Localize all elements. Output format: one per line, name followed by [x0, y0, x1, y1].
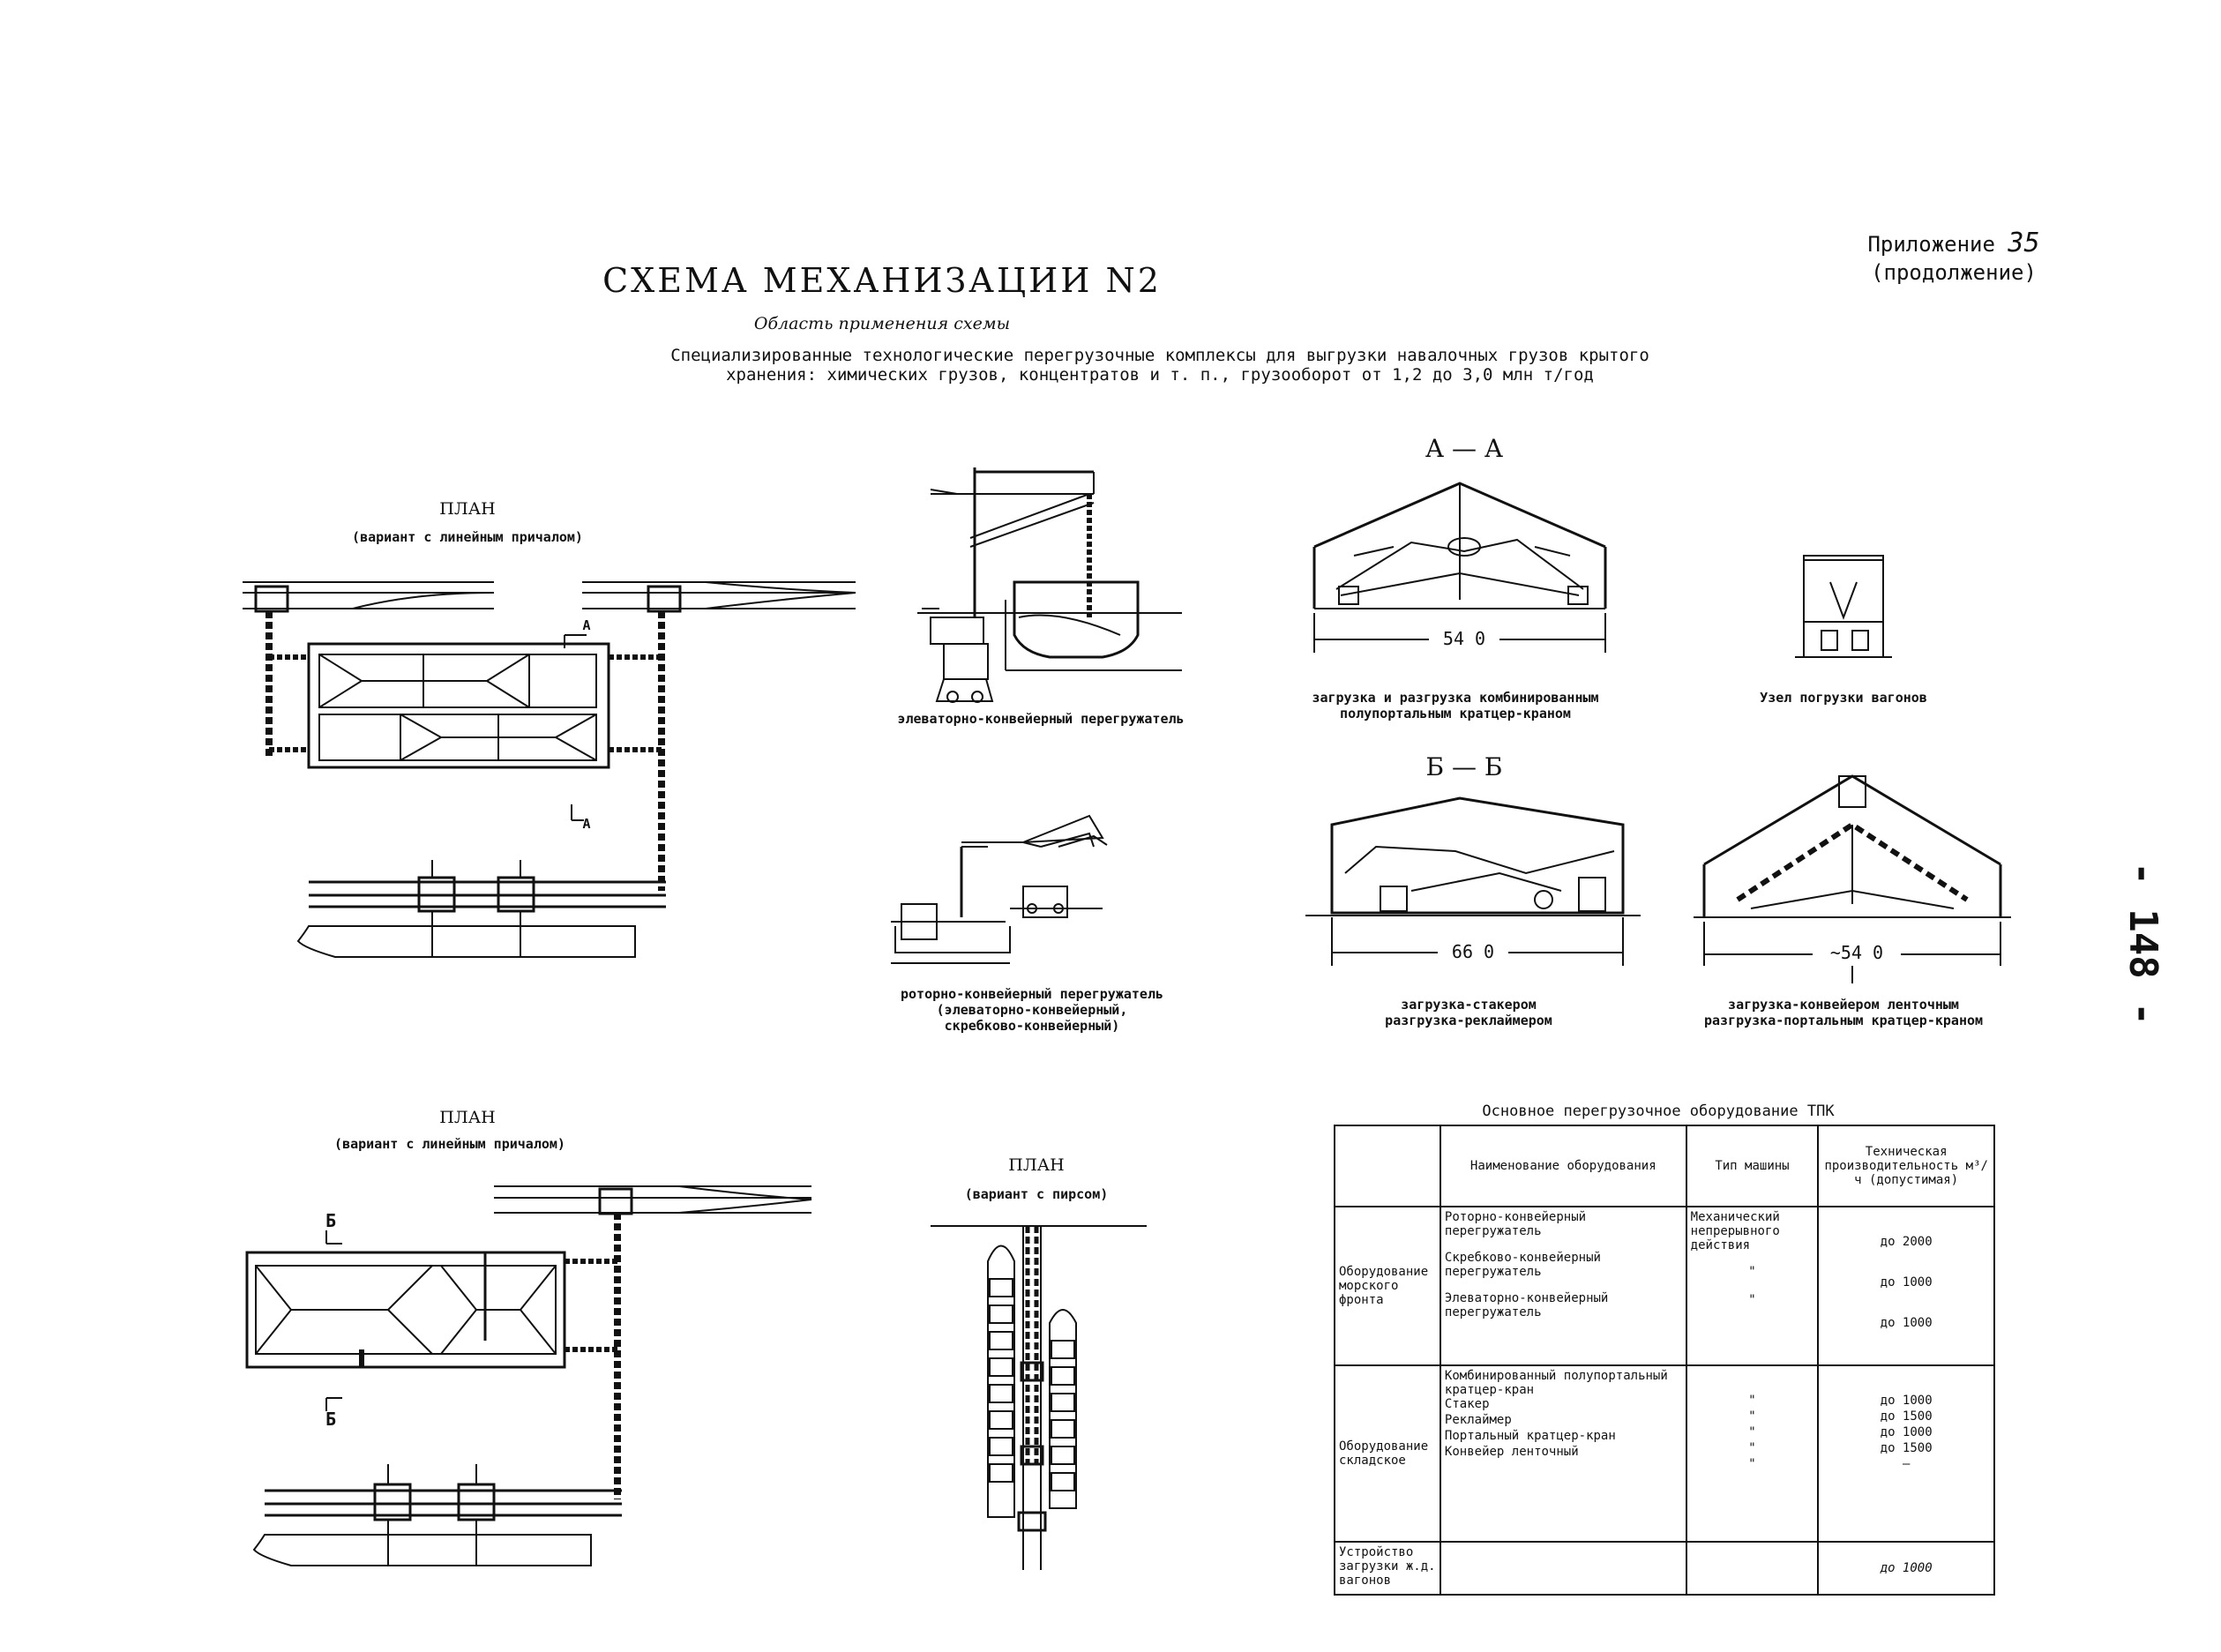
- equipment-table: Наименование оборудования Тип машины Тех…: [1334, 1125, 1995, 1596]
- equipment-name: Элеваторно-конвейерный перегружатель: [1444, 1291, 1609, 1319]
- table-row: Оборудование морского фронта Роторно-кон…: [1334, 1206, 1995, 1366]
- plan2-subtitle: (вариант с линейным причалом): [334, 1136, 565, 1152]
- section-bb-drawing: [1305, 798, 1641, 966]
- equipment-name: Конвейер ленточный: [1444, 1445, 1579, 1459]
- section-bb-caption: загрузка-стакером разгрузка-реклаймером: [1323, 997, 1614, 1028]
- capacity-value: до 2000: [1880, 1235, 1933, 1249]
- capacity-value: до 1000: [1880, 1425, 1933, 1439]
- rotor-caption-line-1: роторно-конвейерный перегружатель: [900, 986, 1163, 1002]
- page-description: Специализированные технологические перег…: [617, 346, 1702, 385]
- table-row: Устройство загрузки ж.д. вагонов до 1000: [1334, 1541, 1995, 1596]
- capacity-value: до 1000: [1880, 1316, 1933, 1330]
- section-c-dimension: ~54 0: [1813, 942, 1901, 963]
- machine-type: ": [1748, 1441, 1756, 1455]
- description-line-2: хранения: химических грузов, концентрато…: [726, 365, 1594, 385]
- table-group-cell: Оборудование морского фронта: [1334, 1206, 1441, 1366]
- plan-pier: [931, 1226, 1147, 1570]
- table-group-cell: Устройство загрузки ж.д. вагонов: [1334, 1541, 1441, 1596]
- table-group-cell: Оборудование складское: [1334, 1364, 1441, 1543]
- aa-caption-line-1: загрузка и разгрузка комбинированным: [1312, 690, 1599, 706]
- equipment-name: Портальный кратцер-кран: [1444, 1429, 1616, 1443]
- table-header-cell: Тип машины: [1685, 1125, 1820, 1207]
- machine-type: ": [1748, 1394, 1756, 1408]
- table-row: Оборудование складское Комбинированный п…: [1334, 1364, 1995, 1543]
- capacity-value: —: [1902, 1457, 1911, 1471]
- plan2-mark-b-bottom: Б: [325, 1409, 337, 1430]
- wagon-loading-caption: Узел погрузки вагонов: [1760, 690, 1927, 706]
- table-header-row: Наименование оборудования Тип машины Тех…: [1334, 1125, 1995, 1207]
- bb-caption-line-2: разгрузка-реклаймером: [1385, 1013, 1552, 1028]
- section-bb-title: Б — Б: [1425, 752, 1503, 781]
- section-bb-dimension: 66 0: [1438, 941, 1508, 962]
- plan2-mark-b-top: Б: [325, 1210, 337, 1231]
- machine-type: ": [1748, 1457, 1756, 1471]
- table-header-cell: Наименование оборудования: [1439, 1125, 1687, 1207]
- capacity-value: до 1500: [1880, 1441, 1933, 1455]
- elevator-conveyor-unloader-drawing: [917, 467, 1182, 702]
- appendix-continued: (продолжение): [1871, 260, 2037, 285]
- group-label: Оборудование морского фронта: [1339, 1265, 1429, 1307]
- equipment-name: Реклаймер: [1444, 1413, 1512, 1427]
- wagon-loading-drawing: [1795, 556, 1892, 657]
- table-cell: Механический непрерывного действия " ": [1685, 1206, 1820, 1366]
- bb-caption-line-1: загрузка-стакером: [1401, 997, 1537, 1013]
- plan1-mark-a-bottom: А: [582, 816, 591, 832]
- rotor-unloader-caption: роторно-конвейерный перегружатель (элева…: [869, 986, 1195, 1034]
- machine-type: Механический непрерывного действия: [1690, 1210, 1780, 1252]
- section-aa-caption: загрузка и разгрузка комбинированным пол…: [1279, 690, 1632, 721]
- table-cell: " " " " ": [1685, 1364, 1820, 1543]
- page-title: СХЕМА МЕХАНИЗАЦИИ N2: [602, 261, 1162, 300]
- capacity-value: до 1000: [1880, 1394, 1933, 1408]
- c-caption-line-1: загрузка-конвейером ленточным: [1728, 997, 1959, 1013]
- rotor-conveyor-unloader-drawing: [891, 816, 1107, 963]
- capacity-value: до 1000: [1880, 1275, 1933, 1289]
- table-cell: [1439, 1541, 1687, 1596]
- equipment-name: Роторно-конвейерный перегружатель: [1444, 1210, 1587, 1238]
- plan3-subtitle: (вариант с пирсом): [964, 1186, 1109, 1202]
- table-cell: [1685, 1541, 1820, 1596]
- description-line-1: Специализированные технологические перег…: [670, 346, 1649, 365]
- plan1-title: ПЛАН: [439, 499, 496, 519]
- plan-linear-berth-2: [247, 1186, 811, 1566]
- appendix-number: 35: [2008, 228, 2040, 258]
- table-cell: до 1000 до 1500 до 1000 до 1500 —: [1817, 1364, 1995, 1543]
- table-cell: Роторно-конвейерный перегружатель Скребк…: [1439, 1206, 1687, 1366]
- elevator-unloader-caption: элеваторно-конвейерный перегружатель: [897, 711, 1185, 727]
- plan2-title: ПЛАН: [439, 1108, 496, 1127]
- section-c-caption: загрузка-конвейером ленточным разгрузка-…: [1667, 997, 2020, 1028]
- machine-type: ": [1748, 1293, 1756, 1307]
- c-caption-line-2: разгрузка-портальным кратцер-краном: [1703, 1013, 1984, 1028]
- machine-type: ": [1748, 1425, 1756, 1439]
- equipment-name: Стакер: [1444, 1397, 1490, 1411]
- section-aa-dimension: 54 0: [1429, 628, 1499, 649]
- plan1-mark-a-top: А: [582, 617, 591, 633]
- equipment-name: Комбинированный полупортальный кратцер-к…: [1444, 1369, 1668, 1397]
- section-aa-title: А — А: [1425, 434, 1504, 463]
- group-label: Оборудование складское: [1339, 1439, 1429, 1468]
- group-label: Устройство загрузки ж.д. вагонов: [1339, 1545, 1436, 1588]
- page-subtitle: Область применения схемы: [753, 314, 1011, 333]
- table-header-cell: [1334, 1125, 1441, 1207]
- table-cell: до 2000 до 1000 до 1000: [1817, 1206, 1995, 1366]
- capacity-value: до 1500: [1880, 1409, 1933, 1424]
- rotor-caption-line-2: (элеваторно-конвейерный,: [936, 1002, 1128, 1018]
- plan-linear-berth-1: [243, 582, 856, 957]
- rotor-caption-line-3: скребково-конвейерный): [944, 1018, 1120, 1034]
- equipment-name: Скребково-конвейерный перегружатель: [1444, 1251, 1601, 1279]
- equipment-table-title: Основное перегрузочное оборудование ТПК: [1482, 1103, 1835, 1120]
- aa-caption-line-2: полупортальным кратцер-краном: [1340, 706, 1571, 721]
- table-cell: Комбинированный полупортальный кратцер-к…: [1439, 1364, 1687, 1543]
- plan1-subtitle: (вариант с линейным причалом): [352, 529, 583, 545]
- table-cell: до 1000: [1817, 1541, 1995, 1596]
- appendix-note: Приложение 35 (продолжение): [1835, 229, 2073, 287]
- machine-type: ": [1748, 1409, 1756, 1424]
- appendix-word: Приложение: [1867, 232, 1995, 257]
- machine-type: ": [1748, 1265, 1756, 1279]
- table-header-cell: Техническая производительность м³/ч (доп…: [1817, 1125, 1995, 1207]
- plan3-title: ПЛАН: [1008, 1155, 1065, 1175]
